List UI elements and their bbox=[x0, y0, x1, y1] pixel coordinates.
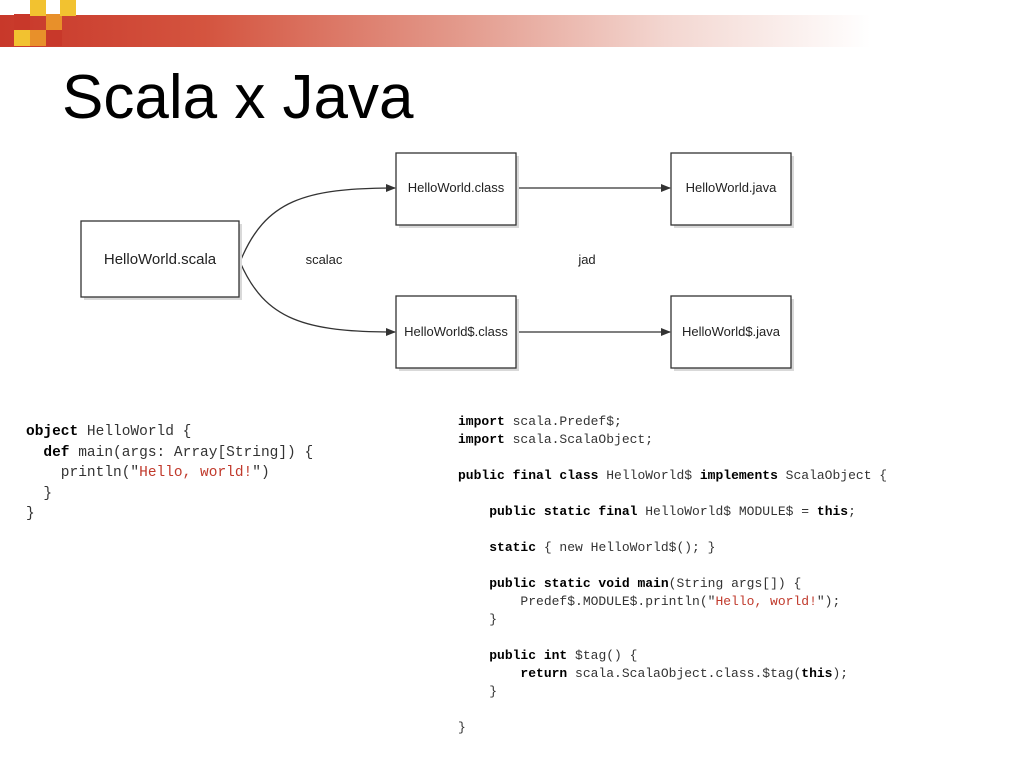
code-line: } bbox=[458, 611, 887, 629]
code-keyword: public final class bbox=[458, 468, 599, 483]
code-text: ; bbox=[848, 504, 856, 519]
code-text: Predef$.MODULE$.println(" bbox=[458, 594, 716, 609]
code-keyword: static bbox=[489, 540, 537, 555]
code-line: public static final HelloWorld$ MODULE$ … bbox=[458, 503, 887, 521]
code-keyword: public static void main bbox=[489, 576, 669, 591]
code-line bbox=[458, 557, 887, 575]
decor-square-1 bbox=[14, 14, 30, 30]
code-line: public static void main(String args[]) { bbox=[458, 575, 887, 593]
node-helloworld-class bbox=[395, 152, 517, 226]
code-text bbox=[458, 504, 489, 519]
code-text bbox=[458, 648, 489, 663]
code-text: ScalaObject { bbox=[777, 468, 888, 483]
code-line: public int $tag() { bbox=[458, 647, 887, 665]
code-text: $tag() { bbox=[567, 648, 638, 663]
code-text: scala.ScalaObject; bbox=[504, 432, 654, 447]
code-line bbox=[458, 449, 887, 467]
node-helloworld-java-label: HelloWorld.java bbox=[686, 180, 778, 195]
code-line: return scala.ScalaObject.class.$tag(this… bbox=[458, 665, 887, 683]
code-text: scala.Predef$; bbox=[504, 414, 622, 429]
code-line: } bbox=[26, 504, 313, 525]
code-string: Hello, world! bbox=[139, 465, 253, 481]
code-line: } bbox=[26, 484, 313, 505]
code-line: object HelloWorld { bbox=[26, 422, 313, 443]
code-keyword: def bbox=[43, 444, 70, 461]
code-text bbox=[26, 445, 43, 461]
code-text bbox=[458, 666, 520, 681]
edge-scalac-to-class bbox=[239, 184, 396, 263]
code-line: Predef$.MODULE$.println("Hello, world!")… bbox=[458, 593, 887, 611]
node-helloworld-class-label: HelloWorld.class bbox=[408, 180, 505, 195]
node-helloworld-module-class-label: HelloWorld$.class bbox=[404, 324, 508, 339]
code-keyword: import bbox=[458, 432, 505, 447]
code-line: import scala.ScalaObject; bbox=[458, 431, 887, 449]
decor-square-4 bbox=[60, 0, 76, 16]
code-line: import scala.Predef$; bbox=[458, 413, 887, 431]
node-helloworld-scala-label: HelloWorld.scala bbox=[104, 251, 217, 268]
code-line: println("Hello, world!") bbox=[26, 463, 313, 484]
code-text: "); bbox=[816, 594, 841, 609]
code-text: HelloWorld$ MODULE$ = bbox=[637, 504, 817, 519]
code-line: def main(args: Array[String]) { bbox=[26, 443, 313, 464]
node-helloworld-module-java-label: HelloWorld$.java bbox=[682, 324, 781, 339]
code-text bbox=[458, 576, 489, 591]
code-text: HelloWorld { bbox=[78, 424, 192, 440]
decor-square-5 bbox=[30, 30, 46, 46]
label-jad: jad bbox=[577, 252, 595, 267]
code-string: Hello, world! bbox=[715, 594, 817, 609]
node-helloworld-java bbox=[670, 152, 792, 226]
code-line bbox=[458, 485, 887, 503]
decor-square-7 bbox=[46, 30, 62, 46]
code-keyword: implements bbox=[699, 468, 778, 483]
code-text bbox=[458, 540, 489, 555]
code-text: } bbox=[458, 612, 498, 627]
decor-square-2 bbox=[30, 0, 46, 16]
scala-code-block: object HelloWorld { def main(args: Array… bbox=[26, 422, 313, 525]
code-keyword: return bbox=[520, 666, 568, 681]
code-text: } bbox=[458, 720, 466, 735]
code-text: scala.ScalaObject.class.$tag( bbox=[567, 666, 802, 681]
code-text: } bbox=[26, 485, 53, 502]
code-keyword: object bbox=[26, 424, 79, 440]
code-line bbox=[458, 521, 887, 539]
code-line bbox=[458, 701, 887, 719]
node-helloworld-module-class bbox=[395, 295, 517, 369]
code-text: } bbox=[26, 506, 35, 522]
code-text: ); bbox=[832, 666, 849, 681]
header-band bbox=[0, 15, 1024, 47]
edge-scalac-to-module-class bbox=[239, 261, 396, 336]
code-text: } bbox=[458, 684, 498, 699]
code-line bbox=[458, 629, 887, 647]
code-text: ") bbox=[252, 465, 270, 481]
decor-square-3 bbox=[46, 14, 62, 30]
code-text: HelloWorld$ bbox=[598, 468, 700, 483]
code-line: static { new HelloWorld$(); } bbox=[458, 539, 887, 557]
label-scalac: scalac bbox=[306, 252, 343, 267]
code-line: } bbox=[458, 719, 887, 737]
code-text: { new HelloWorld$(); } bbox=[536, 540, 716, 555]
code-keyword: public int bbox=[489, 648, 568, 663]
code-keyword: import bbox=[458, 414, 505, 429]
code-line: } bbox=[458, 683, 887, 701]
decor-square-6 bbox=[14, 30, 30, 46]
code-keyword: this bbox=[816, 504, 849, 519]
code-line: public final class HelloWorld$ implement… bbox=[458, 467, 887, 485]
code-keyword: public static final bbox=[489, 504, 638, 519]
compilation-diagram: HelloWorld.scala HelloWorld.class HelloW… bbox=[80, 152, 794, 371]
node-helloworld-scala bbox=[80, 220, 240, 298]
slide-title: Scala x Java bbox=[62, 63, 414, 132]
code-text: main(args: Array[String]) { bbox=[69, 444, 314, 461]
code-text: println(" bbox=[26, 465, 140, 481]
code-keyword: this bbox=[801, 666, 833, 681]
java-code-block: import scala.Predef$;import scala.ScalaO… bbox=[458, 413, 887, 737]
node-helloworld-module-java bbox=[670, 295, 792, 369]
code-text: (String args[]) { bbox=[668, 576, 802, 591]
